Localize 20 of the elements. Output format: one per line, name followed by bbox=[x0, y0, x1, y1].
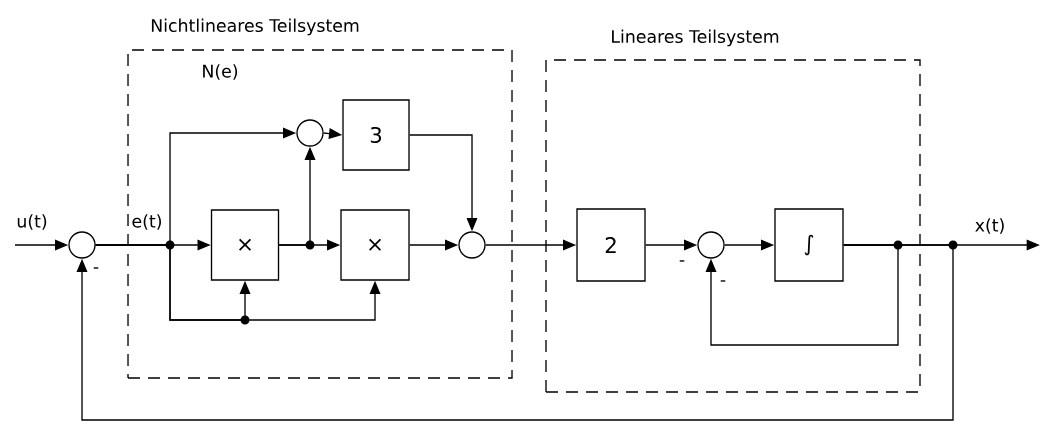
signal-label: e(t) bbox=[132, 214, 161, 230]
signal-label: - bbox=[679, 260, 685, 262]
block-box: 2 bbox=[576, 208, 646, 282]
block-box: ∫ bbox=[774, 208, 844, 282]
signal-label: - bbox=[720, 280, 726, 282]
block-box: × bbox=[210, 209, 280, 281]
signal-label: - bbox=[93, 267, 99, 269]
block-box: 3 bbox=[342, 99, 410, 171]
arrow bbox=[95, 244, 381, 321]
subsystem-heading: Nichtlineares Teilsystem bbox=[151, 18, 359, 36]
summing-junction bbox=[296, 119, 324, 147]
block-label: N(e) bbox=[203, 64, 238, 80]
summing-junction bbox=[458, 231, 486, 259]
signal-label: u(t) bbox=[17, 214, 47, 230]
block-box: × bbox=[340, 209, 410, 281]
signal-label: x(t) bbox=[975, 218, 1004, 234]
summing-junction bbox=[68, 231, 96, 259]
summing-junction bbox=[697, 231, 725, 259]
subsystem-heading: Lineares Teilsystem bbox=[612, 29, 779, 47]
arrow bbox=[76, 244, 954, 421]
